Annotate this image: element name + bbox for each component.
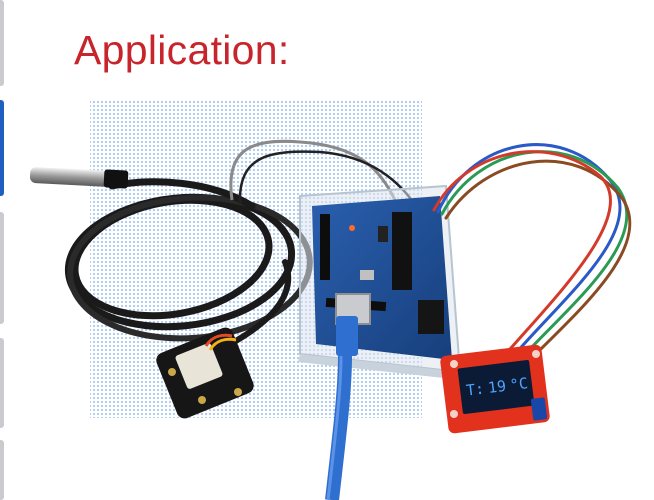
edge-tab-blue	[0, 100, 4, 196]
edge-tab-gray-mid	[0, 212, 4, 324]
oled-wires	[432, 143, 632, 370]
edge-tab-gray-top	[0, 0, 4, 86]
black-jumper-wire	[238, 150, 422, 213]
temperature-probe	[29, 167, 129, 189]
sensor-adapter-module	[156, 327, 254, 419]
arduino-board	[312, 196, 452, 360]
oled-readout: T: 19 °C	[465, 374, 529, 399]
application-heading: Application:	[74, 27, 290, 73]
gray-jumper-wire	[229, 139, 397, 201]
oled-reading-unit: °C	[509, 374, 529, 394]
usb-cable	[325, 316, 358, 500]
oled-reading-prefix: T:	[465, 380, 485, 400]
edge-tab-gray-low	[0, 338, 4, 428]
oled-module	[440, 344, 550, 434]
oled-reading-value: 19	[487, 377, 507, 397]
edge-tab-gray-bottom	[0, 440, 4, 500]
